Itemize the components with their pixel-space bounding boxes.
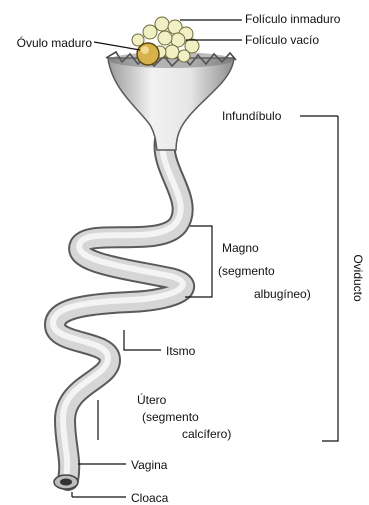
mature-ovum: [137, 43, 159, 65]
label-utero-calcifero: calcífero): [182, 427, 231, 441]
label-ovulo-maduro: Óvulo maduro: [6, 36, 92, 50]
cloaca-hole: [60, 479, 72, 486]
label-oviducto: Oviducto: [351, 248, 365, 308]
label-itsmo: Itsmo: [166, 344, 195, 358]
label-foliculo-vacio: Folículo vacío: [245, 33, 319, 47]
label-vagina: Vagina: [131, 458, 167, 472]
label-utero: Útero: [137, 393, 166, 407]
ovum-highlight: [141, 46, 149, 54]
oviduct-tube-body: [55, 140, 184, 480]
label-magno-segmento: (segmento: [218, 264, 275, 278]
label-magno: Magno: [222, 241, 259, 255]
label-foliculo-inmaduro: Folículo inmaduro: [245, 12, 340, 26]
label-utero-segmento: (segmento: [142, 410, 199, 424]
label-cloaca: Cloaca: [131, 491, 168, 505]
label-magno-albugineo: albugíneo): [254, 287, 311, 301]
infundibulum-funnel: [108, 58, 234, 150]
label-infundibulo: Infundíbulo: [222, 109, 281, 123]
